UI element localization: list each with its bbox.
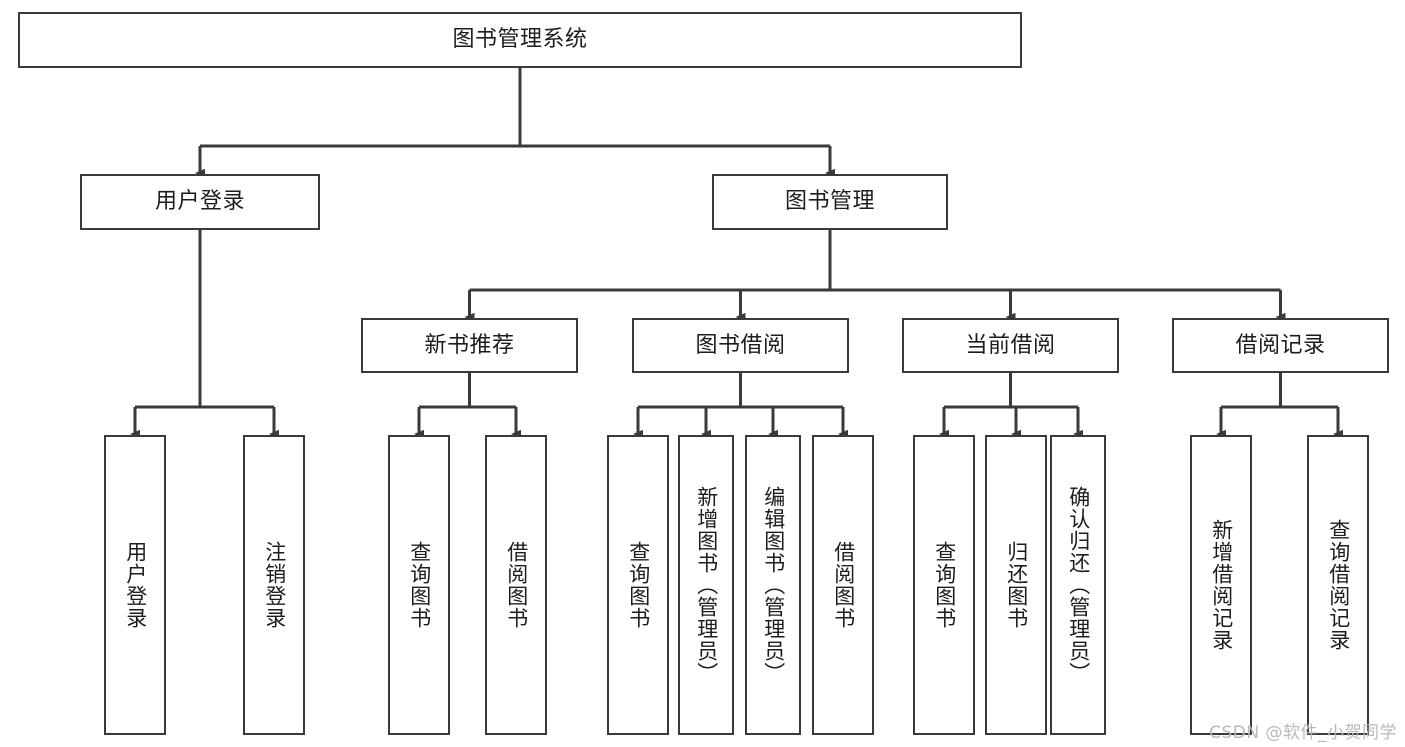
node-book-management[interactable]: 图书管理 bbox=[712, 174, 948, 230]
node-user-login[interactable]: 用户登录 bbox=[80, 174, 320, 230]
node-label: 借阅图书 bbox=[831, 541, 856, 629]
leaf-borrow-book-b[interactable]: 借阅图书 bbox=[812, 435, 874, 735]
node-label: 图书管理系统 bbox=[452, 27, 588, 53]
node-root[interactable]: 图书管理系统 bbox=[18, 12, 1022, 68]
node-label: 查询图书 bbox=[407, 541, 432, 629]
node-label: 新增图书（管理员） bbox=[694, 486, 719, 684]
node-current-borrow[interactable]: 当前借阅 bbox=[902, 318, 1119, 373]
node-label: 图书借阅 bbox=[695, 332, 786, 358]
node-label: 用户登录 bbox=[123, 541, 148, 629]
node-label: 借阅记录 bbox=[1235, 332, 1326, 358]
node-label: 借阅图书 bbox=[504, 541, 529, 629]
leaf-user-login[interactable]: 用户登录 bbox=[104, 435, 166, 735]
node-label: 图书管理 bbox=[784, 189, 875, 215]
node-label: 注销登录 bbox=[262, 541, 287, 629]
leaf-confirm-return[interactable]: 确认归还（管理员） bbox=[1050, 435, 1106, 735]
leaf-query-borrow-record[interactable]: 查询借阅记录 bbox=[1307, 435, 1369, 735]
leaf-edit-book[interactable]: 编辑图书（管理员） bbox=[745, 435, 801, 735]
leaf-add-book[interactable]: 新增图书（管理员） bbox=[678, 435, 734, 735]
node-label: 查询图书 bbox=[932, 541, 957, 629]
watermark: CSDN @软件_小贺同学 bbox=[1209, 723, 1397, 743]
node-label: 确认归还（管理员） bbox=[1066, 486, 1091, 684]
node-label: 新书推荐 bbox=[424, 332, 515, 358]
node-label: 当前借阅 bbox=[965, 332, 1056, 358]
leaf-borrow-book-a[interactable]: 借阅图书 bbox=[485, 435, 547, 735]
leaf-query-book-c[interactable]: 查询图书 bbox=[913, 435, 975, 735]
node-label: 归还图书 bbox=[1004, 541, 1029, 629]
node-new-book-recommend[interactable]: 新书推荐 bbox=[361, 318, 578, 373]
leaf-query-book-a[interactable]: 查询图书 bbox=[388, 435, 450, 735]
leaf-logout[interactable]: 注销登录 bbox=[243, 435, 305, 735]
leaf-add-borrow-record[interactable]: 新增借阅记录 bbox=[1190, 435, 1252, 735]
node-book-borrow[interactable]: 图书借阅 bbox=[632, 318, 849, 373]
node-label: 新增借阅记录 bbox=[1209, 519, 1234, 651]
node-label: 查询借阅记录 bbox=[1326, 519, 1351, 651]
node-borrow-record[interactable]: 借阅记录 bbox=[1172, 318, 1389, 373]
node-label: 查询图书 bbox=[626, 541, 651, 629]
node-label: 编辑图书（管理员） bbox=[761, 486, 786, 684]
leaf-query-book-b[interactable]: 查询图书 bbox=[607, 435, 669, 735]
node-label: 用户登录 bbox=[154, 189, 245, 215]
leaf-return-book[interactable]: 归还图书 bbox=[985, 435, 1047, 735]
